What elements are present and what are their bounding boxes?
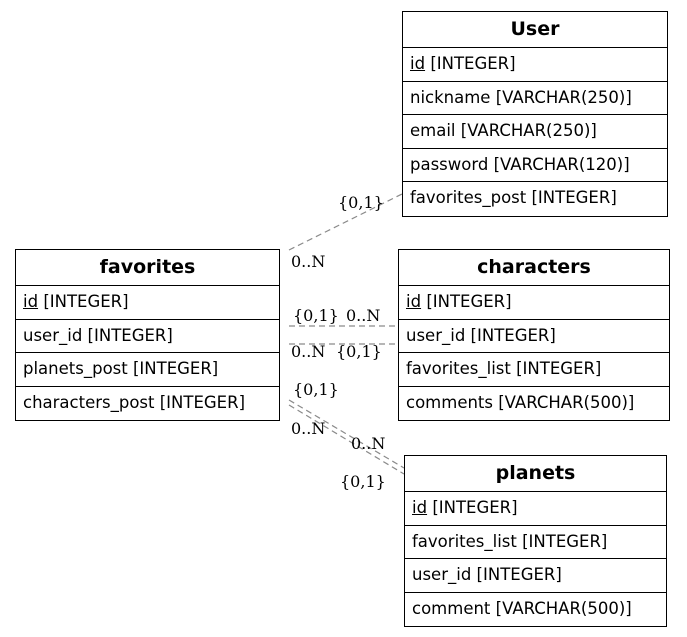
field-type: [INTEGER] — [159, 392, 246, 412]
field-type: [INTEGER] — [522, 531, 608, 551]
entity-title: favorites — [16, 250, 279, 286]
field-type: [INTEGER] — [476, 565, 562, 584]
field-type: [VARCHAR(500)] — [498, 392, 635, 412]
field-row[interactable]: nickname [VARCHAR(250)] — [403, 82, 667, 115]
field-name: user_id — [412, 565, 472, 584]
cardinality-label: 0..N — [291, 342, 326, 361]
cardinality-label: 0..N — [346, 306, 381, 325]
field-row[interactable]: characters_post [INTEGER] — [16, 387, 279, 421]
field-row[interactable]: password [VARCHAR(120)] — [403, 149, 667, 182]
field-row[interactable]: comments [VARCHAR(500)] — [399, 387, 669, 421]
field-row[interactable]: comment [VARCHAR(500)] — [405, 593, 666, 627]
field-row[interactable]: email [VARCHAR(250)] — [403, 115, 667, 149]
field-name: planets_post — [23, 359, 128, 378]
field-type: [VARCHAR(250)] — [495, 87, 632, 107]
field-row[interactable]: id [INTEGER] — [403, 48, 667, 82]
field-row[interactable]: user_id [INTEGER] — [399, 320, 669, 353]
field-row[interactable]: favorites_post [INTEGER] — [403, 182, 667, 216]
cardinality-label: {0,1} — [293, 306, 339, 325]
entity-user[interactable]: User id [INTEGER] nickname [VARCHAR(250)… — [402, 11, 668, 217]
field-type: [INTEGER] — [470, 325, 556, 345]
field-name: id — [410, 54, 426, 73]
entity-title: planets — [405, 456, 666, 492]
field-name: id — [412, 498, 428, 517]
cardinality-label: 0..N — [291, 419, 326, 438]
cardinality-label: 0..N — [291, 252, 326, 271]
field-name: id — [23, 292, 39, 311]
field-type: [INTEGER] — [430, 54, 516, 73]
edge-favorites-planets-a — [288, 399, 405, 469]
field-row[interactable]: favorites_list [INTEGER] — [399, 353, 669, 387]
field-type: [VARCHAR(250)] — [460, 121, 597, 140]
cardinality-label: {0,1} — [340, 472, 386, 491]
field-name: nickname — [410, 87, 491, 107]
field-name: favorites_list — [412, 531, 517, 551]
entity-title: User — [403, 12, 667, 48]
field-type: [INTEGER] — [531, 188, 617, 207]
field-type: [VARCHAR(120)] — [493, 154, 630, 174]
field-type: [INTEGER] — [426, 292, 512, 311]
field-type: [INTEGER] — [516, 359, 602, 378]
field-type: [INTEGER] — [43, 292, 129, 311]
field-name: user_id — [23, 325, 83, 345]
field-row[interactable]: user_id [INTEGER] — [405, 559, 666, 593]
field-name: email — [410, 121, 456, 140]
entity-characters[interactable]: characters id [INTEGER] user_id [INTEGER… — [398, 249, 670, 421]
edge-favorites-planets-b — [288, 404, 405, 475]
field-name: comments — [406, 392, 493, 412]
field-name: favorites_post — [410, 188, 527, 207]
edge-favorites-user — [288, 193, 403, 251]
field-name: password — [410, 154, 489, 174]
field-row[interactable]: id [INTEGER] — [16, 286, 279, 320]
field-type: [INTEGER] — [87, 325, 173, 345]
cardinality-label: {0,1} — [338, 193, 384, 212]
entity-title: characters — [399, 250, 669, 286]
field-name: comment — [412, 598, 491, 618]
cardinality-label: {0,1} — [336, 342, 382, 361]
field-row[interactable]: id [INTEGER] — [405, 492, 666, 526]
field-type: [INTEGER] — [432, 498, 518, 517]
field-row[interactable]: id [INTEGER] — [399, 286, 669, 320]
cardinality-label: {0,1} — [293, 380, 339, 399]
field-row[interactable]: user_id [INTEGER] — [16, 320, 279, 353]
field-name: characters_post — [23, 392, 155, 412]
field-row[interactable]: favorites_list [INTEGER] — [405, 526, 666, 559]
entity-planets[interactable]: planets id [INTEGER] favorites_list [INT… — [404, 455, 667, 627]
entity-favorites[interactable]: favorites id [INTEGER] user_id [INTEGER]… — [15, 249, 280, 421]
field-type: [INTEGER] — [132, 359, 219, 378]
cardinality-label: 0..N — [351, 434, 386, 453]
field-type: [VARCHAR(500)] — [495, 598, 632, 618]
field-name: user_id — [406, 325, 466, 345]
field-name: id — [406, 292, 422, 311]
field-name: favorites_list — [406, 359, 511, 378]
field-row[interactable]: planets_post [INTEGER] — [16, 353, 279, 387]
